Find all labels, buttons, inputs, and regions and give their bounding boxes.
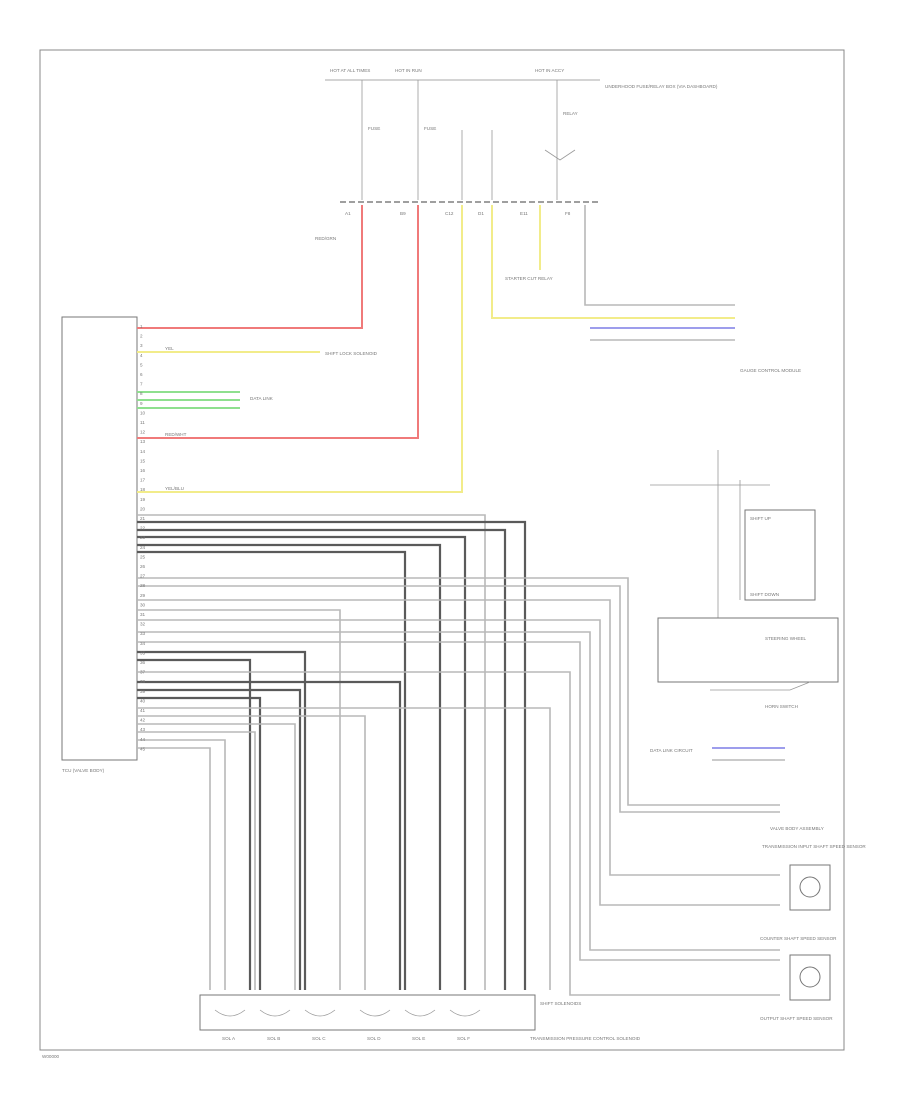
steering-wheel-label: STEERING WHEEL <box>765 636 807 641</box>
tcm-pin-label: 6 <box>140 372 143 377</box>
terminal-c12: C12 <box>445 211 454 216</box>
terminal-a1: A1 <box>345 211 351 216</box>
tcm-pin-label: 3 <box>140 343 143 348</box>
relay-label: RELAY <box>563 111 578 116</box>
shift-lock-label: SHIFT LOCK SOLENOID <box>325 351 378 356</box>
sol-f-label: SOL F <box>457 1036 470 1041</box>
tcm-pin-label: 16 <box>140 468 146 473</box>
tcm-pin-label: 42 <box>140 718 146 723</box>
tcm-pin-label: 21 <box>140 516 146 521</box>
tcm-pin-label: 45 <box>140 746 146 751</box>
tcm-pin-label: 19 <box>140 497 146 502</box>
harness-wires <box>137 514 780 996</box>
tcm-pin-label: 26 <box>140 564 146 569</box>
tcm-pin-label: 30 <box>140 602 146 607</box>
wire-yellow-4 <box>491 205 735 319</box>
tcm-pin-label: 14 <box>140 449 146 454</box>
terminal-e11: E11 <box>520 211 528 216</box>
tcm-pin-label: 31 <box>140 612 146 617</box>
wire-starter <box>584 205 735 306</box>
valve-label: VALVE BODY ASSEMBLY <box>770 826 824 831</box>
tcm-pin-label: 12 <box>140 430 146 435</box>
red-wire-label: RED/GRN <box>315 236 336 241</box>
tcm-pin-label: 38 <box>140 679 146 684</box>
tcm-pin-label: 43 <box>140 727 146 732</box>
solenoid-block: SOL A SOL B SOL C SOL D SOL E SOL F SHIF… <box>199 994 641 1041</box>
hot-at-all-times-label: HOT AT ALL TIMES <box>330 68 370 73</box>
tcm-pin-label: 40 <box>140 698 146 703</box>
hot-in-accy-label: HOT IN ACCY <box>535 68 564 73</box>
power-header: HOT AT ALL TIMES HOT IN RUN HOT IN ACCY … <box>325 68 718 216</box>
footer-code: W00000 <box>42 1054 60 1059</box>
tcm-pin-label: 41 <box>140 708 146 713</box>
tcm-pin-label: 25 <box>140 554 146 559</box>
fuse-box-note: UNDERHOOD FUSE/RELAY BOX (VIA DASHBOARD) <box>605 84 718 89</box>
tcm-pin-label: 17 <box>140 478 146 483</box>
tcm-label: TCU (VALVE BODY) <box>62 768 105 773</box>
paddle-up-label: SHIFT UP <box>750 516 771 521</box>
red-mid-label: RED/WHT <box>165 432 187 437</box>
tcm-pin-label: 8 <box>140 391 143 396</box>
tcm-module: TCU (VALVE BODY) <box>61 316 138 773</box>
fuse-label-1: FUSE <box>368 126 380 131</box>
tcm-pin-label: 37 <box>140 670 146 675</box>
tcm-pin-label: 32 <box>140 622 146 627</box>
tcm-pin-label: 1 <box>140 324 143 329</box>
yellow-wire-label: YEL <box>165 346 174 351</box>
tcm-pin-label: 33 <box>140 631 146 636</box>
tcm-pin-label: 9 <box>140 401 143 406</box>
tcm-pin-label: 5 <box>140 362 143 367</box>
wire-red-top <box>137 205 363 329</box>
tcm-pin-label: 27 <box>140 574 146 579</box>
sol-a-label: SOL A <box>222 1036 236 1041</box>
terminal-b9: B9 <box>400 211 406 216</box>
tcm-pin-label: 36 <box>140 660 146 665</box>
tcm-pin-label: 35 <box>140 650 146 655</box>
paddle-down-label: SHIFT DOWN <box>750 592 779 597</box>
data-link-wires: DATA LINK <box>137 391 274 409</box>
tcm-pin-label: 29 <box>140 593 146 598</box>
sol-d-label: SOL D <box>367 1036 381 1041</box>
terminal-f8: F8 <box>565 211 571 216</box>
input-sensor-label: TRANSMISSION INPUT SHAFT SPEED SENSOR <box>762 844 866 849</box>
tcm-pin-label: 39 <box>140 689 146 694</box>
tcm-pin-label: 23 <box>140 535 146 540</box>
tcm-pin-label: 7 <box>140 382 143 387</box>
tcm-pin-label: 10 <box>140 410 146 415</box>
hot-in-run-label: HOT IN RUN <box>395 68 422 73</box>
tcm-pin-label: 20 <box>140 506 146 511</box>
yellow-lower-label: YEL/BLU <box>165 486 184 491</box>
wire-red-mid <box>137 205 419 439</box>
tcm-pin-label: 4 <box>140 353 143 358</box>
solenoid-box-label: SHIFT SOLENOIDS <box>540 1001 581 1006</box>
terminal-d1: D1 <box>478 211 484 216</box>
sol-c-label: SOL C <box>312 1036 326 1041</box>
tcm-pin-label: 18 <box>140 487 146 492</box>
tcm-pin-label: 22 <box>140 526 146 531</box>
steering-wheel-block: SHIFT UP SHIFT DOWN STEERING WHEEL HORN … <box>650 450 839 761</box>
tcm-pin-label: 44 <box>140 737 146 742</box>
gauge-label: GAUGE CONTROL MODULE <box>740 368 801 373</box>
counter-sensor-label: COUNTER SHAFT SPEED SENSOR <box>760 936 837 941</box>
data-link-right-label: DATA LINK CIRCUIT <box>650 748 693 753</box>
starter-label: STARTER CUT RELAY <box>505 276 553 281</box>
data-link-label: DATA LINK <box>250 396 274 401</box>
output-sensor-label: OUTPUT SHAFT SPEED SENSOR <box>760 1016 833 1021</box>
tcm-pin-label: 28 <box>140 583 146 588</box>
solenoid-note-label: TRANSMISSION PRESSURE CONTROL SOLENOID <box>530 1036 641 1041</box>
sol-b-label: SOL B <box>267 1036 280 1041</box>
tcm-pin-label: 24 <box>140 545 146 550</box>
tcm-pin-label: 13 <box>140 439 146 444</box>
sol-e-label: SOL E <box>412 1036 425 1041</box>
horn-label: HORN SWITCH <box>765 704 798 709</box>
diagram-frame <box>39 49 845 1051</box>
tcm-pin-label: 34 <box>140 641 146 646</box>
wire-yellow-2 <box>137 205 463 493</box>
speed-sensors: VALVE BODY ASSEMBLY TRANSMISSION INPUT S… <box>760 826 866 1021</box>
tcm-pin-label: 15 <box>140 458 146 463</box>
tcm-pin-label: 2 <box>140 334 143 339</box>
fuse-label-2: FUSE <box>424 126 436 131</box>
tcm-pin-label: 11 <box>140 420 145 425</box>
